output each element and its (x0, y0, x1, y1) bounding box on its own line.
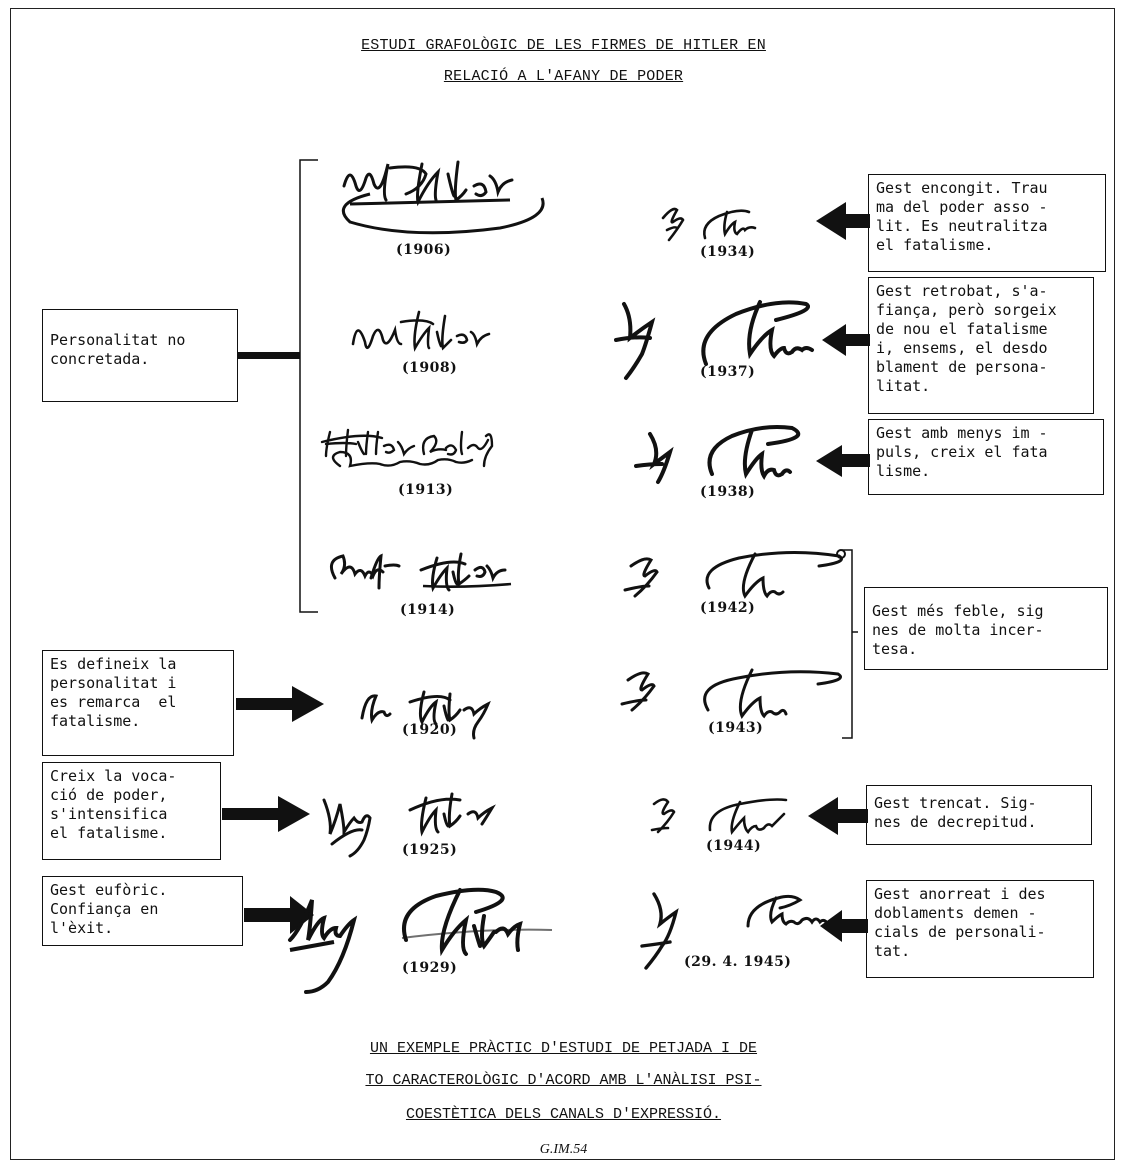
year-label: (1908) (402, 360, 458, 376)
signature-1943-image (620, 668, 842, 720)
year-label: (1942) (700, 600, 756, 616)
note-defineix: Es defineix la personalitat i es remarca… (42, 650, 234, 756)
arrow-right-icon (244, 896, 314, 934)
page-frame (10, 8, 1115, 1160)
signature-1945-image (640, 892, 830, 970)
signature-1920-image (360, 690, 491, 740)
year-label: (1929) (402, 960, 458, 976)
year-label: (29. 4. 1945) (684, 954, 792, 970)
year-label: (1934) (700, 244, 756, 260)
year-label: (1938) (700, 484, 756, 500)
year-label: (1925) (402, 842, 458, 858)
arrow-left-icon (816, 445, 870, 477)
arrow-left-icon (816, 202, 870, 240)
document-code: G.IM.54 (539, 1142, 588, 1157)
signature-1944-image (650, 798, 788, 835)
arrow-left-icon (822, 324, 870, 356)
note-personalitat: Personalitat no concretada. (42, 309, 238, 402)
arrow-left-icon (808, 797, 868, 835)
year-label: (1914) (400, 602, 456, 618)
year-label: (1913) (398, 482, 454, 498)
year-label: (1920) (402, 722, 458, 738)
note-eufori: Gest eufòric. Confiança en l'èxit. (42, 876, 243, 946)
title-line-1: ESTUDI GRAFOLÒGIC DE LES FIRMES DE HITLE… (361, 37, 766, 54)
arrow-right-icon (222, 796, 310, 832)
note-anorreat: Gest anorreat i des doblaments demen - c… (866, 880, 1094, 978)
note-creix: Creix la voca- ció de poder, s'intensifi… (42, 762, 221, 860)
footer-line-3: COESTÈTICA DELS CANALS D'EXPRESSIÓ. (405, 1106, 722, 1123)
signature-1929-image (288, 887, 553, 994)
arrow-left-icon (820, 910, 868, 942)
signature-1942-image (623, 549, 846, 599)
year-label: (1943) (708, 720, 764, 736)
signature-1925-image (322, 792, 496, 858)
note-encongit: Gest encongit. Trau ma del poder asso - … (868, 174, 1106, 272)
signature-1914-image (329, 552, 512, 593)
note-retrobat: Gest retrobat, s'a- fiança, però sorgeix… (868, 277, 1094, 414)
note-menys: Gest amb menys im - puls, creix el fata … (868, 419, 1104, 495)
arrow-right-icon (236, 686, 324, 722)
signature-1937-image (614, 300, 814, 380)
signature-1938-image (634, 425, 800, 484)
signature-1908-image (351, 310, 491, 352)
footer-line-2: TO CARACTEROLÒGIC D'ACORD AMB L'ANÀLISI … (365, 1072, 762, 1089)
title-line-2: RELACIÓ A L'AFANY DE PODER (443, 68, 684, 85)
year-label: (1906) (396, 242, 452, 258)
footer-line-1: UN EXEMPLE PRÀCTIC D'ESTUDI DE PETJADA I… (369, 1040, 758, 1057)
note-feble: Gest més feble, sig nes de molta incer- … (864, 587, 1108, 670)
year-label: (1937) (700, 364, 756, 380)
year-label: (1944) (706, 838, 762, 854)
signature-1934-image (661, 207, 757, 242)
signature-1913-image (320, 428, 494, 468)
signature-1906-image (341, 160, 545, 235)
note-trencat: Gest trencat. Sig- nes de decrepitud. (866, 785, 1092, 845)
